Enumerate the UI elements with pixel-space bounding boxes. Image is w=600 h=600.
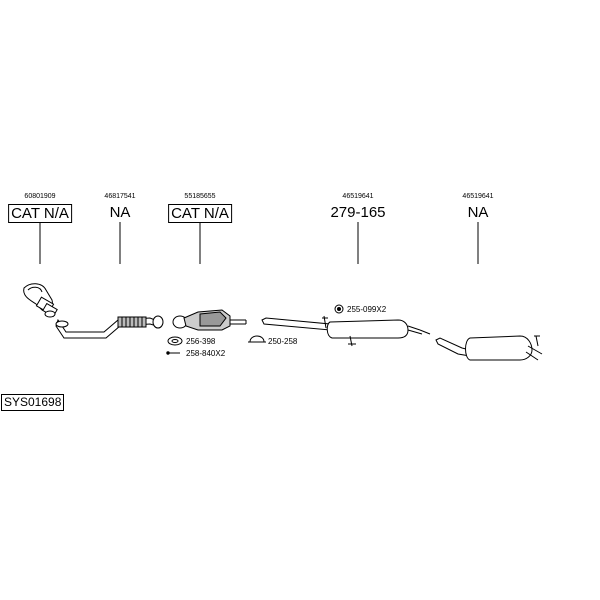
accessory-code-1: 255-099X2 <box>347 305 387 314</box>
manifold-part <box>23 283 58 318</box>
part-label-1: CAT N/A <box>8 204 72 223</box>
part-number-5: 46519641 <box>462 193 494 200</box>
part-label-4: 279-165 <box>330 204 386 221</box>
part-label-2: NA <box>109 204 131 221</box>
part-label-3: CAT N/A <box>168 204 232 223</box>
accessory-code-4: 250-258 <box>268 337 298 346</box>
part-number-4: 46519641 <box>342 193 374 200</box>
part-label-5: NA <box>467 204 489 221</box>
rear-silencer <box>435 335 543 361</box>
front-pipe <box>55 315 164 339</box>
catalytic-converter <box>172 309 247 331</box>
clamp-icon <box>249 335 265 343</box>
accessory-code-2: 256-398 <box>186 337 216 346</box>
part-number-3: 55185655 <box>184 193 216 200</box>
part-number-1: 60801909 <box>24 193 56 200</box>
part-number-2: 46817541 <box>104 193 136 200</box>
accessory-code-3: 258-840X2 <box>186 349 226 358</box>
system-code: SYS01698 <box>1 394 65 411</box>
center-silencer <box>261 315 431 347</box>
